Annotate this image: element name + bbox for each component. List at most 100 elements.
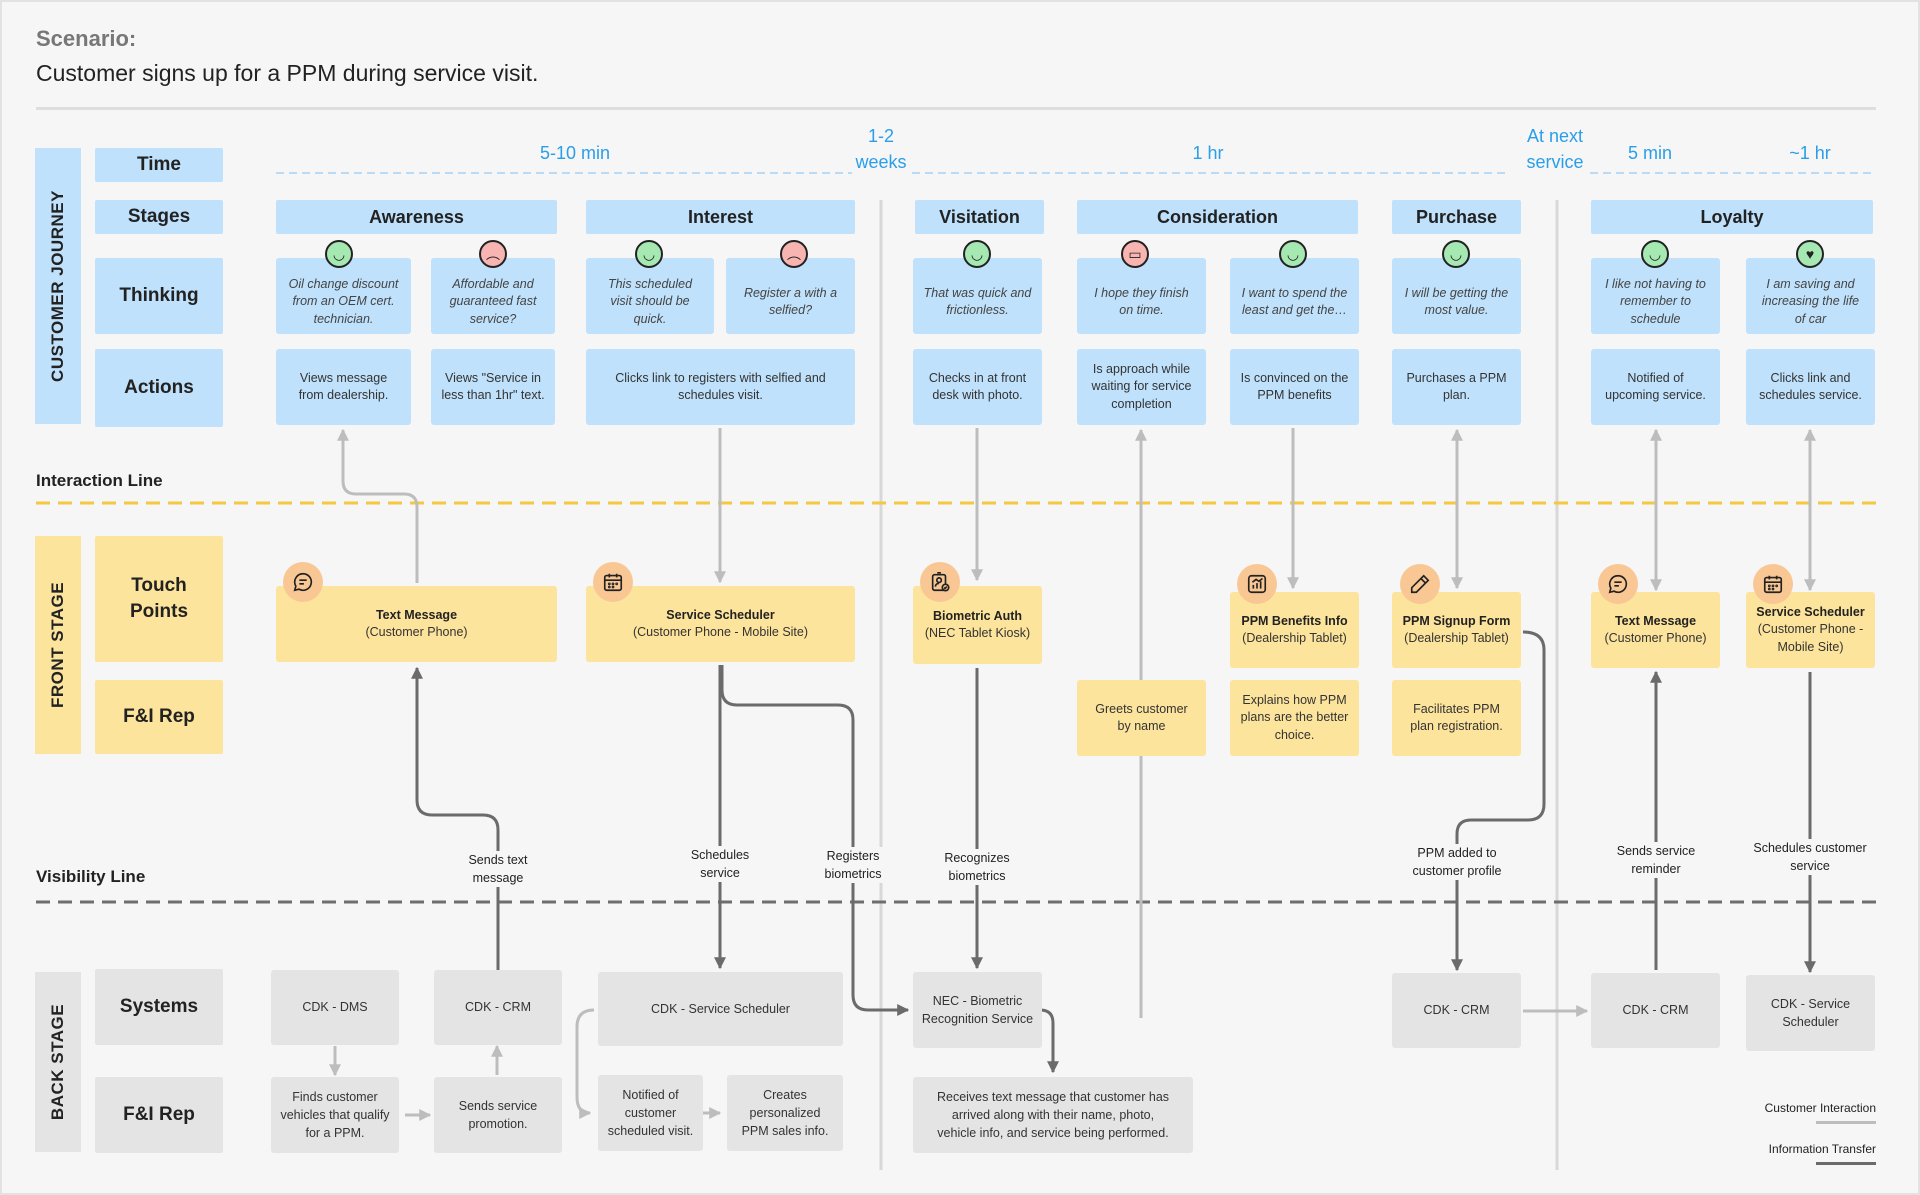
touch-point-sub: (Customer Phone) [365,625,468,639]
flow-label: Schedules customer service [1746,839,1874,876]
chart-icon [1237,564,1277,604]
time-loyalty-2: ~1 hr [1789,143,1831,163]
row-label-thinking: Thinking [95,258,223,334]
section-back-stage: BACK STAGE [35,972,81,1152]
row-label-actions: Actions [95,349,223,427]
scenario-label: Scenario: [36,26,137,51]
worried-face-icon: ▭ [1121,240,1149,268]
time-loyalty-1: 5 min [1627,143,1672,163]
system-card: CDK - CRM [1591,973,1720,1048]
happy-face-icon: ◡ [1641,240,1669,268]
stage-loyalty: Loyalty [1591,200,1873,234]
section-front-stage: FRONT STAGE [35,536,81,754]
interaction-line-label: Interaction Line [36,471,163,490]
happy-face-icon: ◡ [963,240,991,268]
row-label-systems: Systems [95,969,223,1045]
fi-rep-back-card: Sends service promotion. [434,1077,562,1153]
fi-rep-front-card: Greets customer by name [1077,680,1206,756]
action-card: Is approach while waiting for service co… [1077,349,1206,425]
touch-point-card: Service Scheduler (Customer Phone - Mobil… [1746,592,1875,668]
system-card: CDK - CRM [434,970,562,1045]
legend-customer-interaction-swatch [1816,1121,1876,1124]
section-customer-journey-label: CUSTOMER JOURNEY [48,190,68,382]
row-label-touch-points: Touch Points [95,536,223,662]
fi-rep-back-card: Receives text message that customer has … [913,1077,1193,1153]
thinking-card: Register a with a selfied? [726,258,855,334]
stage-interest: Interest [586,200,855,234]
section-customer-journey: CUSTOMER JOURNEY [35,148,81,424]
action-card: Views message from dealership. [276,349,411,425]
thinking-card: I like not having to remember to schedul… [1591,258,1720,334]
scenario-text: Customer signs up for a PPM during servi… [36,60,539,86]
stage-purchase: Purchase [1392,200,1521,234]
system-card: CDK - Service Scheduler [598,972,843,1046]
thinking-card: I am saving and increasing the life of c… [1746,258,1875,334]
system-card: NEC - Biometric Recognition Service [913,972,1042,1048]
chat-icon [283,562,323,602]
flow-label: Sends service reminder [1610,842,1702,879]
fi-rep-front-card: Explains how PPM plans are the better ch… [1230,680,1359,756]
thinking-card: I will be getting the most value. [1392,258,1521,334]
action-card: Notified of upcoming service. [1591,349,1720,425]
thinking-card: I hope they finish on time. [1077,258,1206,334]
calendar-icon [1753,564,1793,604]
touch-point-card: Text Message (Customer Phone) [276,586,557,662]
section-front-stage-label: FRONT STAGE [48,581,68,709]
legend-information-transfer: Information Transfer [1768,1142,1876,1156]
touch-point-sub: (Dealership Tablet) [1242,631,1347,645]
happy-face-icon: ◡ [1279,240,1307,268]
thinking-card: Affordable and guaranteed fast service? [431,258,555,334]
stage-visitation: Visitation [915,200,1044,234]
touch-point-sub: (Customer Phone) [1604,631,1707,645]
flow-label: PPM added to customer profile [1400,844,1514,881]
section-back-stage-label: BACK STAGE [48,1003,68,1121]
happy-face-icon: ◡ [635,240,663,268]
time-purchase: At next service [1526,126,1584,173]
flow-label: Sends text message [450,851,546,888]
touch-point-card: PPM Signup Form (Dealership Tablet) [1392,592,1521,668]
touch-point-sub: (Dealership Tablet) [1404,631,1509,645]
happy-face-icon: ◡ [325,240,353,268]
touch-point-title: PPM Signup Form [1402,613,1511,628]
action-card: Is convinced on the PPM benefits [1230,349,1359,425]
thinking-card: This scheduled visit should be quick. [586,258,714,334]
thinking-card: Oil change discount from an OEM cert. te… [276,258,411,334]
time-visitation: 1 hr [1192,143,1224,163]
touch-point-title: Service Scheduler [1756,604,1865,619]
touch-point-sub: (Customer Phone - Mobile Site) [632,625,809,639]
love-face-icon: ♥ [1796,240,1824,268]
happy-face-icon: ◡ [1442,240,1470,268]
touch-point-title: PPM Benefits Info [1241,613,1348,628]
fi-rep-back-card: Creates personalized PPM sales info. [727,1075,843,1151]
fi-rep-back-card: Finds customer vehicles that qualify for… [271,1077,399,1153]
sad-face-icon: ︵ [780,240,808,268]
touch-point-title: Service Scheduler [666,607,775,622]
touch-point-title: Text Message [1614,613,1697,628]
action-card: Clicks link and schedules service. [1746,349,1875,425]
flow-label: Recognizes biometrics [934,849,1020,886]
row-label-time: Time [95,148,223,182]
visibility-line-label: Visibility Line [36,867,146,886]
calendar-icon [593,562,633,602]
touch-point-card: PPM Benefits Info (Dealership Tablet) [1230,592,1359,668]
chat-icon [1598,564,1638,604]
touch-point-sub: (Customer Phone - Mobile Site) [1757,622,1864,654]
stage-consideration: Consideration [1077,200,1358,234]
time-awareness: 5-10 min [539,143,611,163]
touch-point-title: Text Message [375,607,458,622]
stage-awareness: Awareness [276,200,557,234]
touch-point-card: Service Scheduler (Customer Phone - Mobil… [586,586,855,662]
flow-label: Schedules service [680,846,760,883]
touch-point-title: Biometric Auth [932,608,1023,623]
system-card: CDK - DMS [271,970,399,1045]
header-divider [36,107,1876,110]
touch-point-sub: (NEC Tablet Kiosk) [924,626,1031,640]
row-label-fi-rep-back: F&I Rep [95,1077,223,1153]
thinking-card: I want to spend the least and get the… [1230,258,1359,334]
time-interest: 1-2 weeks [855,126,907,173]
action-card: Purchases a PPM plan. [1392,349,1521,425]
legend-customer-interaction: Customer Interaction [1764,1101,1876,1115]
row-label-fi-rep-front: F&I Rep [95,680,223,754]
system-card: CDK - Service Scheduler [1746,975,1875,1051]
